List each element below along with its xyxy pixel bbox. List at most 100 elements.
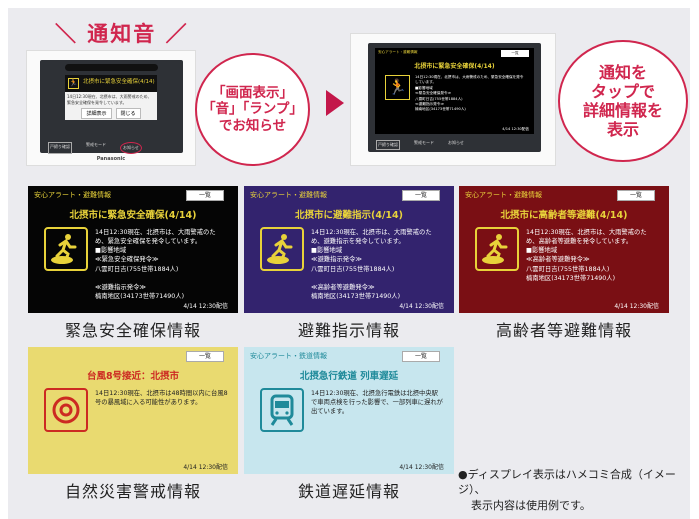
circle-callout-left: 「画面表示」「音」「ランプ」でお知らせ [195, 53, 310, 166]
callout-line: でお知らせ [218, 117, 287, 134]
callout-line: タップで [590, 81, 655, 101]
evacuation-icon: 🏃 [385, 75, 410, 100]
callout-line: 通知を [598, 62, 647, 82]
category-label: 安心アラート・避難情報 [34, 191, 111, 199]
status-bar [65, 64, 158, 71]
alert-title: 北摂市に緊急安全確保(4/14) [69, 210, 197, 221]
category-label: 安心アラート・避難情報 [378, 50, 418, 54]
card-caption: 避難指示情報 [297, 321, 400, 340]
body-line [311, 274, 444, 283]
alert-title: 台風8号接近：北摂市 [86, 371, 180, 382]
body-line: 八雲町日吉(755世帯1884人) [95, 265, 179, 273]
monitor-screen: 🏃 北摂市に緊急安全確保(4/14) 14日12:30現在、北摂市は、大雨警戒の… [40, 60, 183, 154]
intercom-monitor-right: 安心アラート・避難情報 一覧 北摂市に緊急安全確保(4/14) 🏃 14日12:… [350, 33, 556, 166]
notice-button[interactable]: お知らせ [120, 142, 142, 154]
alert-body: 14日12:30現在、北摂市は、大雨警戒のため、緊急安全確保を発令しています。■… [95, 228, 228, 301]
note-line: ●ディスプレイ表示はハメコミ合成（イメージ）、 [458, 468, 676, 497]
alert-card: 安心アラート・鉄道情報 一覧 北摂急行鉄道 列車遅延 14日12:30現在、北摂… [244, 347, 454, 474]
alert-card: 安心アラート・避難情報 一覧 北摂市に高齢者等避難(4/14) 14日12:30… [459, 186, 669, 313]
body-line [95, 274, 228, 283]
body-line: ≪高齢者等避難発令≫ [311, 283, 375, 291]
disclaimer-note: ●ディスプレイ表示はハメコミ合成（イメージ）、 表示内容は使用例です。 [458, 467, 699, 513]
note-line: 表示内容は使用例です。 [471, 498, 591, 512]
body-line: ■影響地域 [95, 247, 127, 255]
alert-title: 北摂市に緊急安全確保(4/14) [414, 63, 495, 70]
body-line: 楠南地区(34173世帯71490人) [311, 292, 401, 300]
notice-button[interactable]: お知らせ [448, 140, 464, 145]
body-line: 楠南地区(34173世帯71490人) [95, 292, 185, 300]
body-line: ≪高齢者等避難発令≫ [526, 256, 590, 264]
body-line: ■影響地域 [415, 85, 433, 90]
list-button[interactable]: 一覧 [402, 351, 440, 362]
list-button[interactable]: 一覧 [186, 190, 224, 201]
close-button[interactable]: 閉じる [115, 108, 141, 119]
alert-body: 14日12:30現在、北摂急行電鉄は北摂中央駅で車両点検を行った影響で、一部列車… [311, 389, 444, 416]
callout-line: 「音」「ランプ」 [202, 101, 303, 118]
alert-title: 北摂市に高齢者等避難(4/14) [500, 210, 628, 221]
callout-line: 詳細情報を [582, 101, 663, 120]
body-line: ■影響地域 [526, 247, 558, 255]
body-line: ≪避難指示発令≫ [415, 101, 445, 106]
body-line: 14日12:30現在、北摂市は、大雨警戒のため、緊急安全確保を発令しています。 [415, 75, 524, 85]
body-line: ■影響地域 [311, 247, 343, 255]
alert-title: 北摂市に避難指示(4/14) [295, 210, 403, 221]
headline-notification-sound: ＼ 通知音 ／ [55, 22, 189, 46]
delivery-time: 4/14 12:30配信 [399, 303, 444, 310]
body-line: 14日12:30現在、北摂市は48時間以内に台風8号の暴風域に入る可能性がありま… [95, 390, 228, 407]
body-line: 14日12:30現在、北摂急行電鉄は北摂中央駅で車両点検を行った影響で、一部列車… [311, 390, 443, 416]
body-line: ≪緊急安全確保発令≫ [415, 91, 452, 96]
circle-callout-right: 通知をタップで詳細情報を表示 [558, 40, 688, 162]
door-lock-check-button[interactable]: 戸締り確認 [376, 140, 400, 150]
alert-body: 14日12:30現在、北摂市は、大雨警戒のため、高齢者等避難を発令しています。■… [526, 228, 659, 283]
evacuation-icon [44, 227, 88, 271]
alert-card: 安心アラート・避難情報 一覧 北摂市に避難指示(4/14) 14日12:30現在… [244, 186, 454, 313]
monitor-screen: 安心アラート・避難情報 一覧 北摂市に緊急安全確保(4/14) 🏃 14日12:… [368, 43, 541, 152]
body-line: ≪避難指示発令≫ [311, 256, 362, 264]
arrow-right-icon [326, 90, 344, 116]
alert-mode-button[interactable]: 警戒モード [414, 140, 434, 145]
card-caption: 緊急安全確保情報 [64, 321, 201, 340]
list-button[interactable]: 一覧 [617, 190, 655, 201]
body-line: 14日12:30現在、北摂市は、大雨警戒のため、高齢者等避難を発令しています。 [526, 229, 647, 246]
body-line: 八雲町日吉(755世帯1884人) [311, 265, 395, 273]
popup-header: 🏃 北摂市に緊急安全確保(4/14) [65, 75, 157, 92]
category-label: 安心アラート・避難情報 [465, 191, 542, 199]
intercom-monitor-left: 🏃 北摂市に緊急安全確保(4/14) 14日12:30現在、北摂市は、大雨警戒の… [26, 50, 196, 166]
card-caption: 鉄道遅延情報 [297, 482, 400, 501]
alert-card: 安心アラート・避難情報 一覧 北摂市に緊急安全確保(4/14) 14日12:30… [28, 186, 238, 313]
alert-mode-button[interactable]: 警戒モード [86, 142, 106, 147]
alert-body: 14日12:30現在、北摂市は、大雨警戒のため、避難指示を発令しています。■影響… [311, 228, 444, 301]
evacuation-icon [475, 227, 519, 271]
bottom-buttons: 戸締り確認 警戒モード お知らせ [48, 142, 142, 154]
door-lock-check-button[interactable]: 戸締り確認 [48, 142, 72, 154]
train-icon [260, 388, 304, 432]
category-label: 安心アラート・避難情報 [250, 191, 327, 199]
alert-detail-screen: 安心アラート・避難情報 一覧 北摂市に緊急安全確保(4/14) 🏃 14日12:… [375, 48, 534, 134]
callout-line: 「画面表示」 [211, 85, 293, 102]
body-line: 14日12:30現在、北摂市は、大雨警戒のため、緊急安全確保を発令しています。 [95, 229, 216, 246]
body-line: ≪緊急安全確保発令≫ [95, 256, 159, 264]
detail-button[interactable]: 詳細表示 [81, 108, 112, 119]
alert-body: 14日12:30現在、北摂市は48時間以内に台風8号の暴風域に入る可能性がありま… [95, 389, 228, 407]
delivery-time: 4/14 12:30配信 [183, 303, 228, 310]
popup-body: 14日12:30現在、北摂市は、大雨警戒のため、緊急安全確保を発令しています。 [67, 94, 152, 105]
body-line: 14日12:30現在、北摂市は、大雨警戒のため、避難指示を発令しています。 [311, 229, 432, 246]
delivery-time: 4/14 12:30配信 [614, 303, 659, 310]
delivery-time: 4/14 12:30配信 [502, 127, 529, 131]
body-line: ≪避難指示発令≫ [95, 283, 146, 291]
callout-line: 表示 [606, 120, 639, 140]
evacuation-icon: 🏃 [68, 78, 79, 89]
alert-popup: 🏃 北摂市に緊急安全確保(4/14) 14日12:30現在、北摂市は、大雨警戒の… [65, 75, 157, 120]
body-line: 八雲町日吉(755世帯1884人) [526, 265, 610, 273]
list-button[interactable]: 一覧 [186, 351, 224, 362]
card-caption: 自然災害警戒情報 [64, 482, 201, 501]
alert-body: 14日12:30現在、北摂市は、大雨警戒のため、緊急安全確保を発令しています。■… [415, 75, 526, 113]
brand-logo: Panasonic [96, 156, 126, 162]
list-button[interactable]: 一覧 [501, 50, 529, 57]
delivery-time: 4/14 12:30配信 [399, 464, 444, 471]
delivery-time: 4/14 12:30配信 [183, 464, 228, 471]
body-line: 八雲町日吉(755世帯1884人) [415, 96, 463, 101]
list-button[interactable]: 一覧 [402, 190, 440, 201]
body-line: 楠南地区(34173世帯71490人) [526, 274, 616, 282]
typhoon-icon [44, 388, 88, 432]
